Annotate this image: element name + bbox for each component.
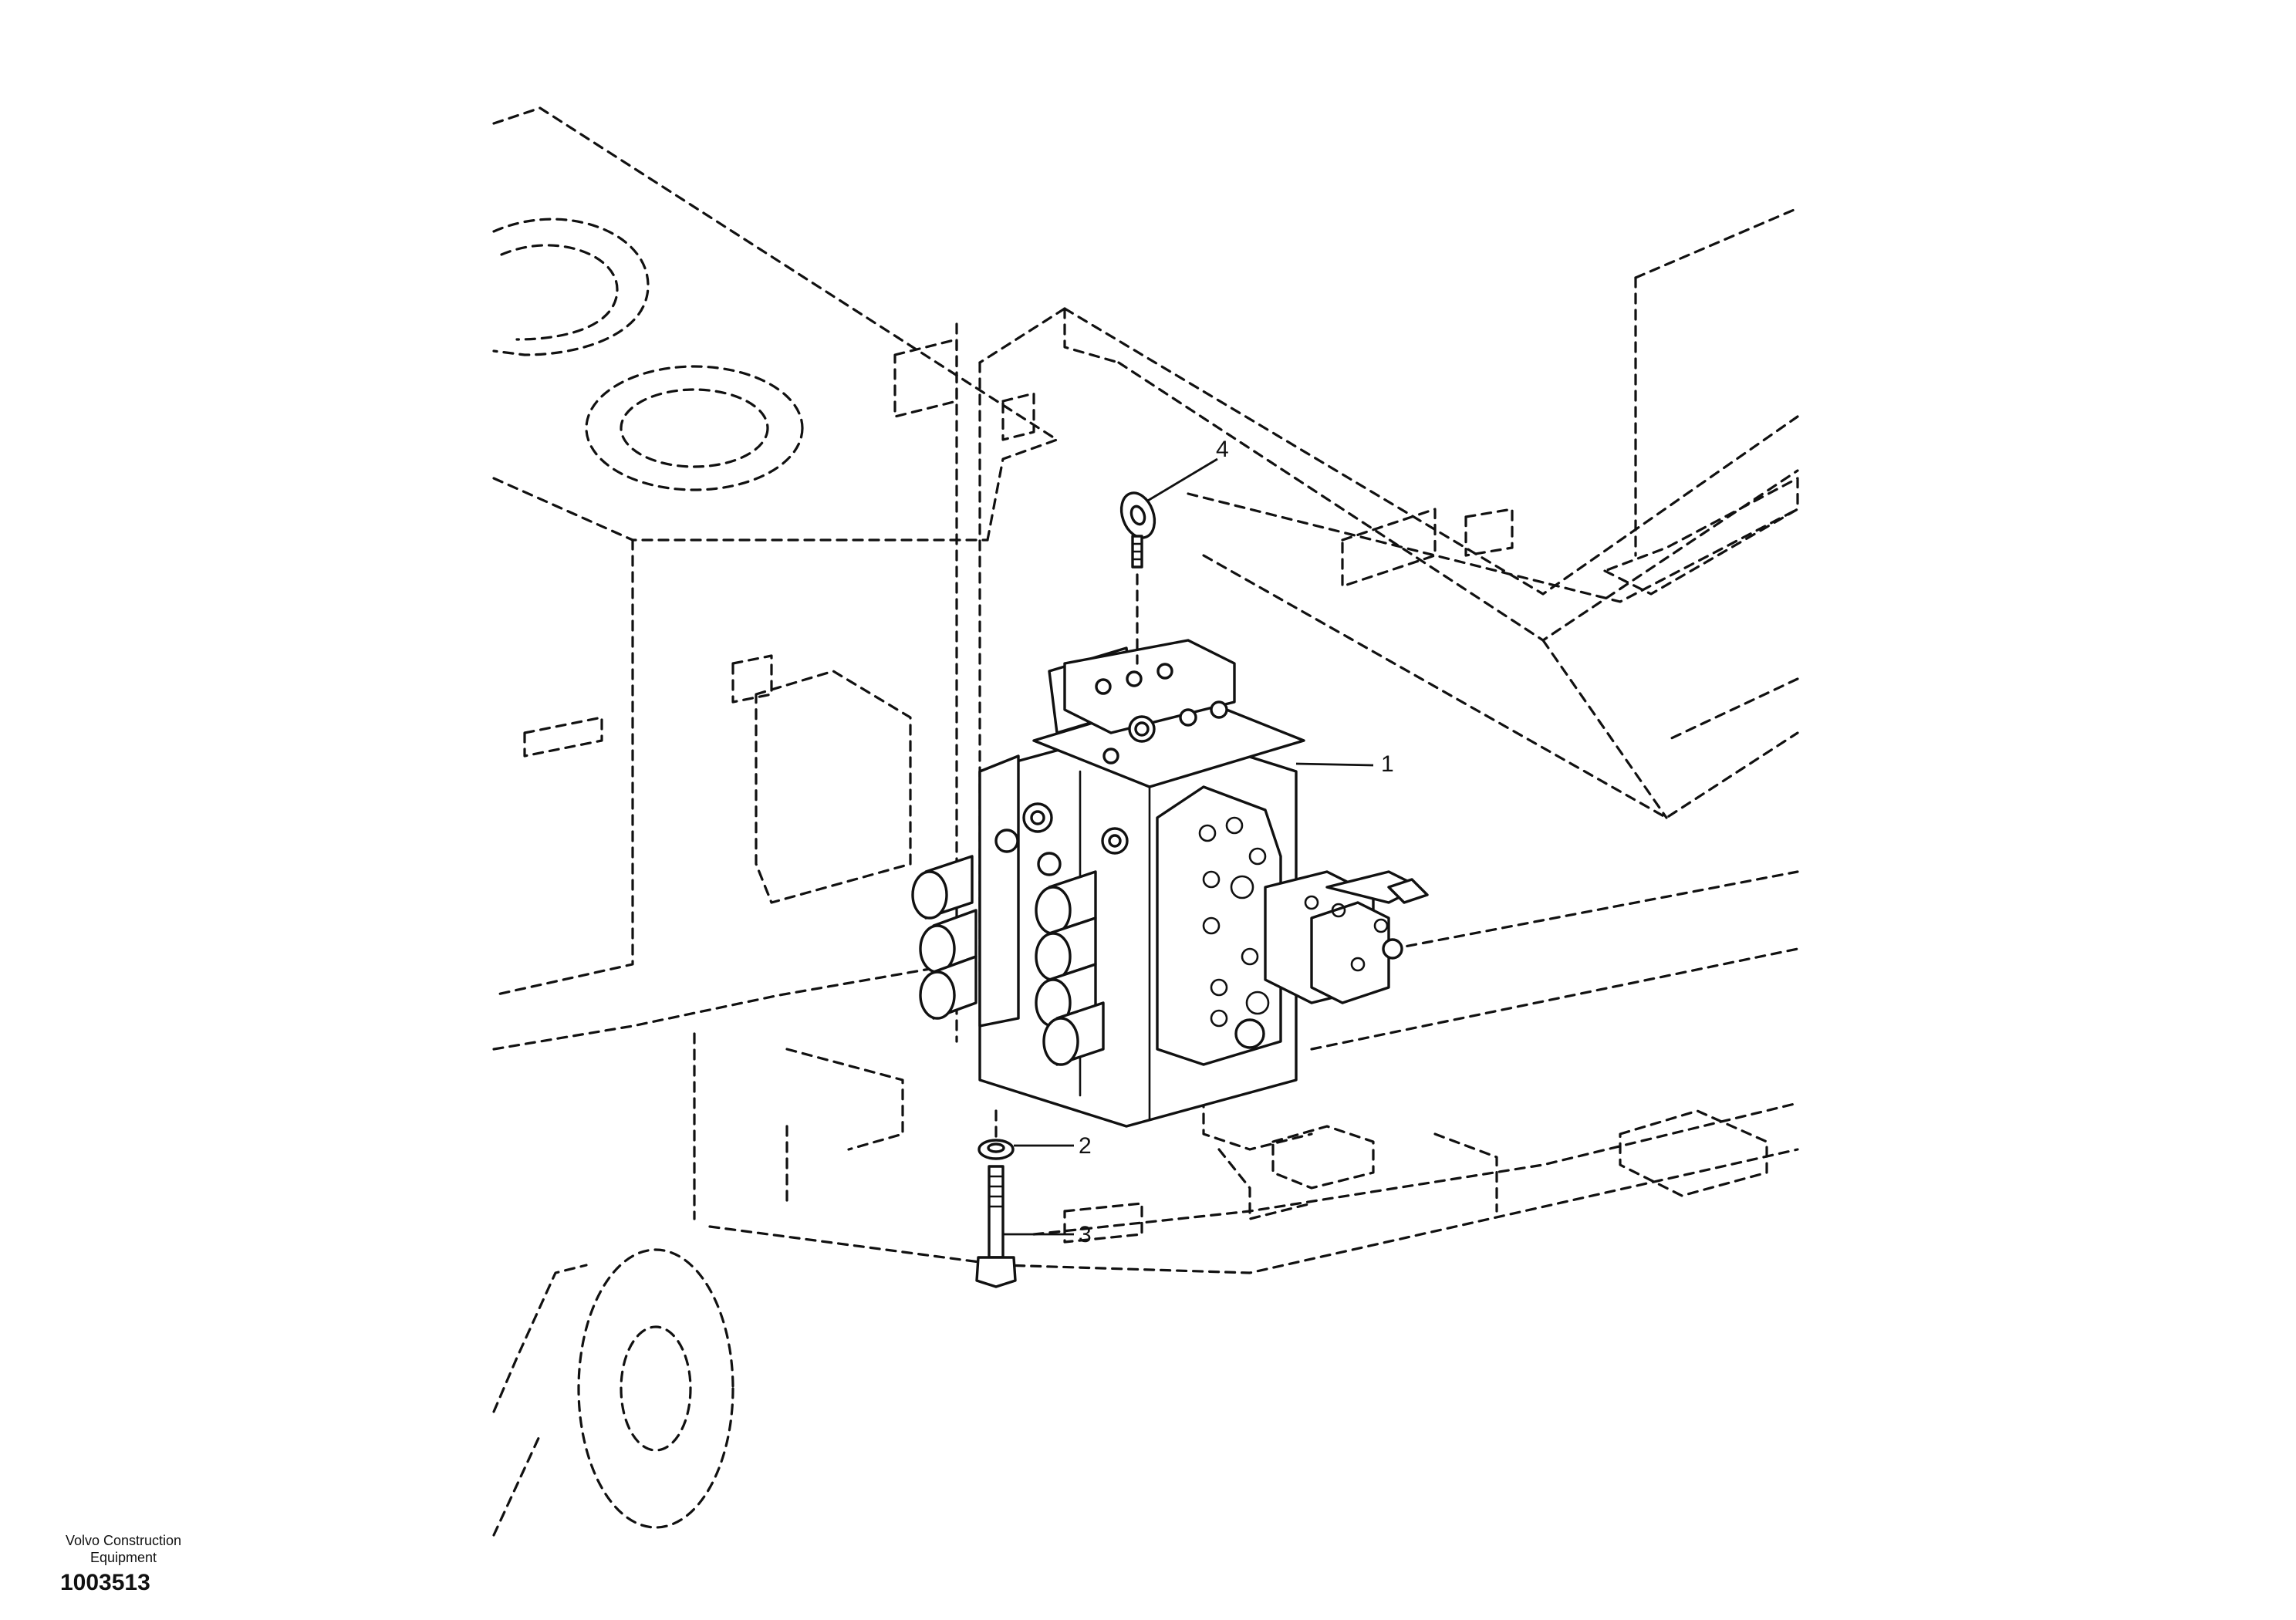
- callout-2: 2: [1014, 1133, 1092, 1159]
- brand-label: Volvo Construction Equipment: [31, 1532, 216, 1566]
- control-valve-block: [911, 639, 1429, 1128]
- washer: [977, 1109, 1015, 1160]
- svg-text:1: 1: [1381, 751, 1394, 777]
- callout-1: 1: [1295, 751, 1394, 777]
- svg-text:2: 2: [1079, 1133, 1092, 1159]
- svg-text:3: 3: [1079, 1222, 1092, 1247]
- spool-caps-left: [911, 855, 977, 1020]
- svg-text:4: 4: [1216, 437, 1229, 462]
- callout-4: 4: [1146, 437, 1229, 503]
- hex-bolt: [975, 1165, 1017, 1288]
- brand-line-1: Volvo Construction: [65, 1533, 182, 1548]
- callout-3: 3: [1003, 1222, 1092, 1247]
- lifting-eye-bolt: [1119, 491, 1156, 665]
- chassis-frame-outline: [492, 106, 1799, 1537]
- figure-number: 1003513: [60, 1570, 150, 1595]
- brand-line-2: Equipment: [89, 1550, 157, 1565]
- spool-caps-middle: [1035, 870, 1105, 1066]
